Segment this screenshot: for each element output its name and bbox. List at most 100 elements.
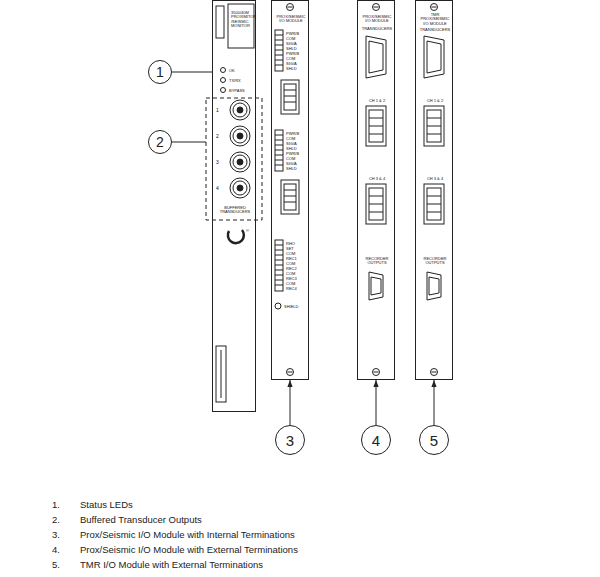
panel-label: PWR/B bbox=[286, 132, 308, 136]
panel-label: REC3 bbox=[286, 277, 308, 281]
external-io-panel-art-part bbox=[369, 41, 383, 73]
monitor-panel-art-part bbox=[233, 129, 247, 143]
internal-io-panel-art-part bbox=[288, 372, 293, 373]
internal-io-panel-art-part bbox=[284, 190, 296, 202]
internal-io-panel-art-part bbox=[284, 90, 296, 102]
external-io-panel-art-part bbox=[366, 184, 386, 224]
panel-label: 3500/40M PROXIMITOR /SEISMIC MONITOR bbox=[231, 11, 254, 29]
panel-label: SIG/A bbox=[286, 162, 308, 166]
panel-label: 1 bbox=[216, 108, 224, 114]
monitor-panel-art-part bbox=[233, 103, 247, 117]
module-panel: PROX/SEISMIC I/O MODULETRANSDUCERSCH 1 &… bbox=[357, 0, 395, 380]
internal-io-panel-art-part bbox=[281, 80, 299, 114]
monitor-panel-art-part bbox=[230, 100, 250, 120]
panel-label: OK bbox=[229, 69, 255, 73]
panel-label: CH 3 & 4 bbox=[418, 177, 452, 181]
arrow-head bbox=[287, 380, 292, 387]
key-text: Prox/Seismic I/O Module with Internal Te… bbox=[80, 530, 295, 541]
module-panel: 3500/40M PROXIMITOR /SEISMIC MONITOR OK TX… bbox=[212, 0, 256, 412]
monitor-panel-art-part bbox=[230, 126, 250, 146]
external-io-panel-art-part bbox=[374, 7, 379, 8]
key-number: 1. bbox=[52, 500, 60, 511]
internal-io-panel-art-part bbox=[275, 240, 283, 291]
panel-label: COM bbox=[286, 262, 308, 266]
key-text: TMR I/O Module with External Termination… bbox=[80, 560, 263, 571]
callout-arrow bbox=[431, 380, 436, 425]
monitor-panel-art-part bbox=[230, 178, 250, 198]
internal-io-panel-art-part bbox=[287, 4, 294, 11]
external-io-panel-art-part bbox=[371, 277, 381, 295]
callout-number: 3 bbox=[286, 433, 294, 448]
callout-number: 1 bbox=[156, 65, 164, 79]
internal-io-panel-art-part bbox=[281, 180, 299, 214]
panel-label: SHLD bbox=[286, 147, 308, 151]
monitor-panel-art-part bbox=[230, 152, 250, 172]
callout-circle: 2 bbox=[148, 130, 172, 154]
monitor-panel-art-part bbox=[228, 230, 244, 243]
monitor-panel-art-part bbox=[228, 4, 254, 48]
internal-io-panel-art-part bbox=[275, 30, 283, 71]
monitor-panel-art-part bbox=[216, 6, 224, 38]
panel-label: CH 3 & 4 bbox=[360, 177, 394, 181]
key-text: Buffered Transducer Outputs bbox=[80, 515, 202, 526]
monitor-panel-art-part bbox=[237, 185, 243, 191]
panel-label: 3 bbox=[216, 160, 224, 166]
key-text: Prox/Seismic I/O Module with External Te… bbox=[80, 545, 298, 556]
panel-label: BYPASS bbox=[229, 89, 255, 93]
leader-line bbox=[172, 72, 212, 73]
panel-label: COM bbox=[286, 57, 308, 61]
callout-arrow bbox=[287, 380, 292, 425]
panel-label: SHIELD bbox=[284, 305, 308, 309]
external-io-panel-art-part bbox=[369, 110, 383, 142]
panel-label: COM bbox=[286, 252, 308, 256]
internal-io-panel-art-part bbox=[275, 245, 283, 285]
internal-io-panel-art-part bbox=[287, 369, 294, 376]
module-panel: PROX/SEISMIC I/O MODULEPWR/BCOMSIG/ASHLD… bbox=[271, 0, 309, 380]
internal-io-panel-art-part bbox=[275, 303, 281, 309]
internal-io-panel-art-part bbox=[275, 130, 283, 171]
leader-line bbox=[172, 142, 206, 143]
external-io-panel-art-part bbox=[373, 4, 380, 11]
external-io-panel-art-part bbox=[366, 106, 386, 146]
panel-label: TMR PROX/SEISMIC I/O MODULE bbox=[418, 13, 452, 26]
external-io-panel-art-part bbox=[374, 372, 379, 373]
internal-io-panel-art-part bbox=[275, 35, 283, 65]
internal-io-panel-art-part bbox=[288, 7, 293, 8]
key-number: 3. bbox=[52, 530, 60, 541]
panel-label: PWR/B bbox=[286, 52, 308, 56]
panel-label: RECORDER OUTPUTS bbox=[418, 257, 452, 266]
tmr-io-panel-art bbox=[424, 4, 444, 376]
panel-label: RECORDER OUTPUTS bbox=[360, 257, 394, 266]
panel-label: SIG/A bbox=[286, 42, 308, 46]
connector-line bbox=[172, 72, 212, 73]
monitor-panel-art-part bbox=[221, 350, 222, 398]
internal-io-panel-art-part bbox=[275, 135, 283, 165]
panel-label: 4 bbox=[216, 186, 224, 192]
external-io-panel-art-part bbox=[369, 188, 383, 220]
panel-label: SIG/A bbox=[286, 142, 308, 146]
monitor-panel-art-part bbox=[237, 107, 243, 113]
panel-label: TX/RX bbox=[229, 79, 255, 83]
panel-label: COM bbox=[286, 282, 308, 286]
monitor-panel-art bbox=[216, 4, 254, 402]
external-io-panel-art-part bbox=[373, 369, 380, 376]
callout-number: 5 bbox=[430, 433, 438, 448]
callout-circle: 5 bbox=[419, 425, 449, 455]
external-io-panel-art bbox=[366, 4, 386, 376]
panel-label: CH 1 & 2 bbox=[360, 99, 394, 103]
external-io-panel-art-part bbox=[369, 272, 383, 300]
panel-label: CH 1 & 2 bbox=[418, 99, 452, 103]
panel-label: PROX/SEISMIC I/O MODULE bbox=[274, 15, 308, 24]
panel-label: REC2 bbox=[286, 267, 308, 271]
monitor-panel-art-part bbox=[237, 159, 243, 165]
key-number: 2. bbox=[52, 515, 60, 526]
panel-label: COM bbox=[286, 272, 308, 276]
arrow-head bbox=[431, 380, 436, 387]
module-panel: TMR PROX/SEISMIC I/O MODULE TRANSDUCERS CH… bbox=[415, 0, 453, 380]
key-text: Status LEDs bbox=[80, 500, 133, 511]
panel-label: TRANSDUCERS bbox=[418, 28, 452, 32]
callout-circle: 1 bbox=[148, 60, 172, 84]
